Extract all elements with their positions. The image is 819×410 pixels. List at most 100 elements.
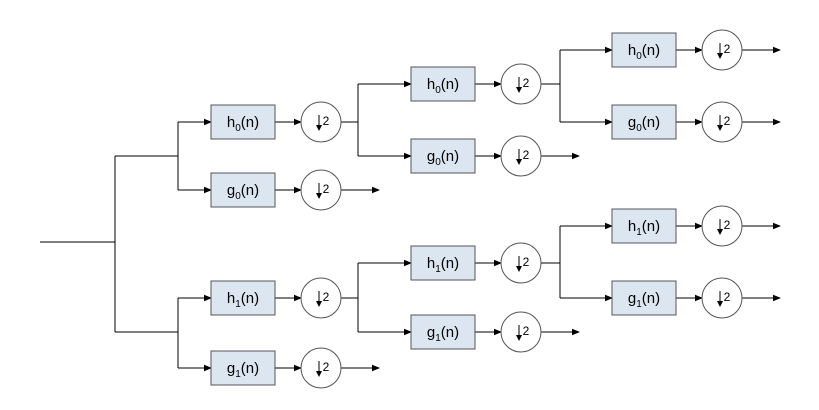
- filter-label-argument: (n): [441, 255, 459, 272]
- filter-label-base: g: [427, 148, 435, 165]
- filter-label-base: g: [427, 324, 435, 341]
- filter-label-subscript: 1: [435, 264, 441, 275]
- downsampler-circle: [300, 169, 342, 211]
- connector-lines: [40, 46, 781, 372]
- filter-box-L1-top-g: g0(n): [210, 172, 276, 208]
- filter-label-subscript: 0: [235, 191, 241, 202]
- downsample-factor: 2: [323, 360, 330, 374]
- downsampler-circle: [701, 29, 743, 71]
- downsampler-circle: [500, 135, 542, 177]
- filter-label-base: h: [628, 42, 636, 59]
- downsampler-circle: [500, 63, 542, 105]
- downsampler-node: 2: [300, 277, 342, 319]
- filter-label: g0(n): [427, 148, 459, 168]
- filter-label-argument: (n): [241, 360, 259, 377]
- filter-box-L1-bot-g: g1(n): [210, 350, 276, 386]
- downsampler-node: 2: [500, 242, 542, 284]
- downsample-factor: 2: [523, 76, 530, 90]
- diagram-nodes: h0(n)2g0(n)2h1(n)2g1(n)2h0(n)2g0(n)2h1(n…: [210, 29, 743, 389]
- filter-label: h0(n): [227, 114, 259, 134]
- down-arrow-head-icon: [516, 159, 522, 165]
- filter-label: g1(n): [427, 324, 459, 344]
- filter-label-subscript: 1: [636, 299, 642, 310]
- down-arrow-head-icon: [316, 301, 322, 307]
- filter-label-subscript: 1: [636, 227, 642, 238]
- filter-box-frame: [611, 104, 677, 140]
- filter-label-argument: (n): [241, 182, 259, 199]
- downsampler-circle: [701, 205, 743, 247]
- downsample-factor: 2: [523, 255, 530, 269]
- downsampler-node: 2: [300, 347, 342, 389]
- filter-label: g1(n): [628, 290, 660, 310]
- filter-box-frame: [410, 314, 476, 350]
- downsample-factor: 2: [323, 182, 330, 196]
- filter-label: h1(n): [227, 290, 259, 310]
- filter-label-argument: (n): [441, 148, 459, 165]
- filter-box-frame: [210, 280, 276, 316]
- filter-box-L2-bot-g: g1(n): [410, 314, 476, 350]
- downsampler-node: 2: [701, 205, 743, 247]
- downsample-factor: 2: [323, 290, 330, 304]
- filter-label: h1(n): [628, 218, 660, 238]
- down-arrow-head-icon: [516, 335, 522, 341]
- filter-box-frame: [210, 350, 276, 386]
- downsampler-circle: [500, 242, 542, 284]
- downsample-factor: 2: [724, 290, 731, 304]
- filter-box-frame: [410, 245, 476, 281]
- down-arrow-head-icon: [516, 266, 522, 272]
- filter-label-base: h: [628, 218, 636, 235]
- filter-label-argument: (n): [441, 324, 459, 341]
- filter-label-argument: (n): [642, 42, 660, 59]
- downsample-factor: 2: [724, 42, 731, 56]
- downsampler-circle: [500, 311, 542, 353]
- down-arrow-head-icon: [717, 229, 723, 235]
- down-arrow-head-icon: [516, 87, 522, 93]
- downsampler-circle: [300, 277, 342, 319]
- filter-label: h0(n): [427, 76, 459, 96]
- downsampler-node: 2: [500, 63, 542, 105]
- downsample-factor: 2: [523, 324, 530, 338]
- filter-box-L2-top-h: h0(n): [410, 66, 476, 102]
- downsample-factor: 2: [523, 148, 530, 162]
- filter-box-frame: [410, 66, 476, 102]
- filter-label-base: h: [227, 290, 235, 307]
- downsampler-circle: [300, 101, 342, 143]
- down-arrow-head-icon: [717, 301, 723, 307]
- downsampler-circle: [300, 347, 342, 389]
- filter-label: g0(n): [227, 182, 259, 202]
- filter-label-base: g: [628, 114, 636, 131]
- downsampler-node: 2: [300, 101, 342, 143]
- filter-label-subscript: 1: [235, 299, 241, 310]
- filter-box-frame: [611, 32, 677, 68]
- downsampler-circle: [701, 101, 743, 143]
- downsampler-node: 2: [300, 169, 342, 211]
- filter-label-base: g: [227, 360, 235, 377]
- filter-box-L1-bot-h: h1(n): [210, 280, 276, 316]
- filter-label-argument: (n): [642, 114, 660, 131]
- downsample-factor: 2: [323, 114, 330, 128]
- filter-label: g1(n): [227, 360, 259, 380]
- filter-label-base: h: [227, 114, 235, 131]
- filter-label-base: h: [427, 255, 435, 272]
- down-arrow-head-icon: [717, 125, 723, 131]
- filter-box-L2-top-g: g0(n): [410, 138, 476, 174]
- filter-box-L3-top-g: g0(n): [611, 104, 677, 140]
- filter-box-L3-bot-h: h1(n): [611, 208, 677, 244]
- filter-label-argument: (n): [241, 114, 259, 131]
- filter-box-L2-bot-h: h1(n): [410, 245, 476, 281]
- filter-label-subscript: 1: [235, 369, 241, 380]
- down-arrow-head-icon: [717, 53, 723, 59]
- downsampler-node: 2: [701, 101, 743, 143]
- filter-label-subscript: 0: [235, 123, 241, 134]
- filter-box-L3-top-h: h0(n): [611, 32, 677, 68]
- filter-label-argument: (n): [642, 290, 660, 307]
- down-arrow-head-icon: [316, 193, 322, 199]
- downsampler-node: 2: [500, 311, 542, 353]
- down-arrow-head-icon: [316, 371, 322, 377]
- downsampler-node: 2: [701, 29, 743, 71]
- downsample-factor: 2: [724, 114, 731, 128]
- filter-label: h0(n): [628, 42, 660, 62]
- filter-box-L3-bot-g: g1(n): [611, 280, 677, 316]
- filter-box-frame: [410, 138, 476, 174]
